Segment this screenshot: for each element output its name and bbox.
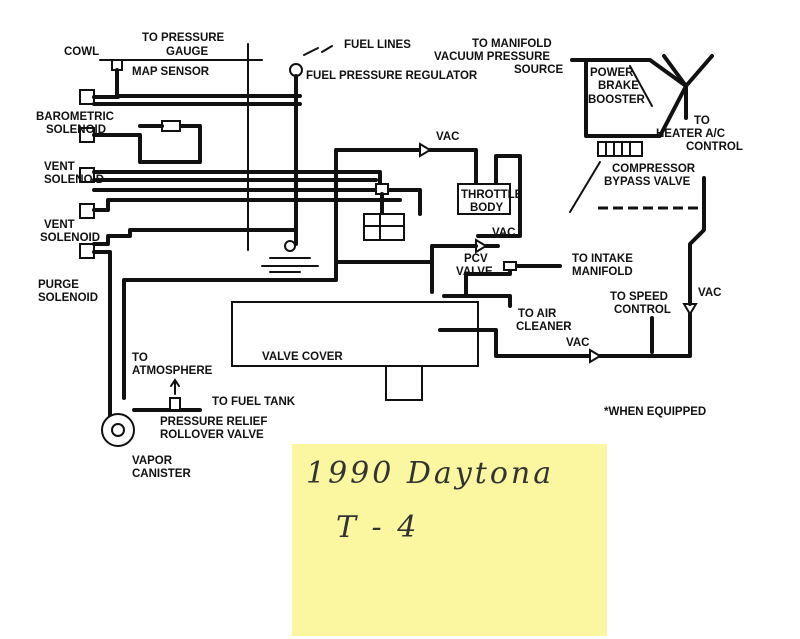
purge-solenoid — [79, 243, 95, 259]
label-cowl: COWL — [64, 46, 99, 58]
throttle-body — [457, 183, 511, 215]
label-rollover-2: ROLLOVER VALVE — [160, 429, 264, 441]
label-atmosphere-2: ATMOSPHERE — [132, 365, 213, 377]
label-air-cleaner-1: TO AIR — [518, 308, 557, 320]
label-heater-ac-2: HEATER A/C — [656, 128, 725, 140]
regulator-port — [284, 240, 296, 252]
bypass-diag — [569, 161, 601, 213]
label-air-cleaner-2: CLEANER — [516, 321, 572, 333]
throttle-body-loop — [476, 154, 522, 238]
atmosphere-arrow — [170, 378, 180, 395]
vent-solenoid-1 — [79, 167, 95, 183]
sensor-block-line — [363, 213, 405, 241]
label-atmosphere-1: TO — [132, 352, 148, 364]
label-fuel-pressure-regulator: FUEL PRESSURE REGULATOR — [306, 70, 478, 82]
label-barometric-2: SOLENOID — [46, 124, 106, 136]
label-valve-cover: VALVE COVER — [262, 351, 343, 363]
label-vac-pcv: VAC — [492, 227, 515, 239]
loop-hose — [92, 124, 202, 164]
air-cleaner-hose — [442, 294, 512, 308]
label-vent-1a: VENT — [44, 161, 75, 173]
label-vapor-canister-2: CANISTER — [132, 468, 191, 480]
right-vac-hose — [688, 176, 706, 306]
label-vac-top: VAC — [436, 131, 459, 143]
barometric-solenoid — [79, 89, 95, 105]
label-compressor-bypass-1: COMPRESSOR — [612, 163, 696, 175]
bottom-vac-hose-2 — [598, 312, 692, 358]
barometric-hose — [92, 95, 302, 106]
label-purge-2: SOLENOID — [38, 292, 98, 304]
label-pcv-2: VALVE — [456, 266, 493, 278]
vapor-canister-inner — [111, 423, 125, 437]
label-fuel-tank: TO FUEL TANK — [212, 396, 296, 408]
label-heater-ac-3: CONTROL — [686, 141, 743, 153]
label-intake-manifold-1: TO INTAKE — [572, 253, 633, 265]
compressor-bypass-valve — [597, 141, 643, 157]
pcv-valve — [503, 261, 517, 271]
label-vac-right: VAC — [698, 287, 721, 299]
label-when-equipped: *WHEN EQUIPPED — [604, 406, 706, 418]
vac-check-bottom — [589, 348, 602, 364]
regulator-marks — [261, 257, 319, 273]
purge-hose-2 — [92, 250, 112, 266]
label-power-brake-booster-3: BOOSTER — [588, 94, 646, 106]
inline-filter — [161, 120, 181, 132]
label-throttle-body-1: THROTTLE — [461, 189, 523, 201]
label-heater-ac-1: TO — [694, 115, 710, 127]
label-map-sensor: MAP SENSOR — [132, 66, 210, 78]
heater-ac-hose — [662, 54, 714, 120]
valve-cover — [231, 301, 479, 367]
label-manifold-source-1: TO MANIFOLD — [472, 38, 552, 50]
vac-check-top — [419, 142, 432, 158]
vent-solenoid-2 — [79, 203, 95, 219]
label-vent-2b: SOLENOID — [40, 232, 100, 244]
purge-long-hose — [122, 260, 432, 400]
label-speed-control-1: TO SPEED — [610, 291, 668, 303]
label-pcv-1: PCV — [464, 253, 488, 265]
label-pressure-gauge-2: GAUGE — [166, 46, 209, 58]
bottom-vac-hose — [438, 328, 592, 358]
label-intake-manifold-2: MANIFOLD — [572, 266, 633, 278]
valve-cover-neck — [385, 365, 423, 401]
label-pressure-gauge-1: TO PRESSURE — [142, 32, 225, 44]
vent-hose-2b — [92, 198, 402, 212]
bypass-ribs — [605, 141, 631, 157]
label-throttle-body-2: BODY — [470, 202, 504, 214]
rollover-valve — [169, 397, 181, 411]
booster-line — [629, 65, 653, 107]
label-rollover-1: PRESSURE RELIEF — [160, 416, 267, 428]
purge-hose — [92, 228, 297, 246]
note-line-1: 1990 Daytona — [306, 456, 555, 491]
vent-hose-2 — [92, 188, 422, 216]
sticky-note: 1990 Daytona T - 4 — [292, 444, 607, 636]
vac-line-top-2 — [428, 148, 478, 186]
label-compressor-bypass-2: BYPASS VALVE — [604, 176, 691, 188]
fuel-line-arrow — [303, 45, 333, 56]
label-manifold-source-2: VACUUM PRESSURE — [434, 51, 550, 63]
label-speed-control-2: CONTROL — [614, 304, 671, 316]
note-line-2: T - 4 — [336, 510, 420, 545]
pcv-hose — [430, 244, 478, 294]
label-power-brake-booster-2: BRAKE — [598, 80, 639, 92]
label-power-brake-booster-1: POWER — [590, 67, 634, 79]
label-vac-bottom: VAC — [566, 337, 589, 349]
label-vent-1b: SOLENOID — [44, 174, 104, 186]
label-vapor-canister-1: VAPOR — [132, 455, 173, 467]
label-barometric-1: BAROMETRIC — [36, 111, 114, 123]
label-fuel-lines: FUEL LINES — [344, 39, 411, 51]
brake-booster — [584, 58, 688, 138]
vac-line-top — [334, 148, 422, 264]
vent-hose-1 — [92, 170, 382, 188]
label-vent-2a: VENT — [44, 219, 75, 231]
label-purge-1: PURGE — [38, 279, 79, 291]
label-manifold-source-3: SOURCE — [514, 64, 564, 76]
